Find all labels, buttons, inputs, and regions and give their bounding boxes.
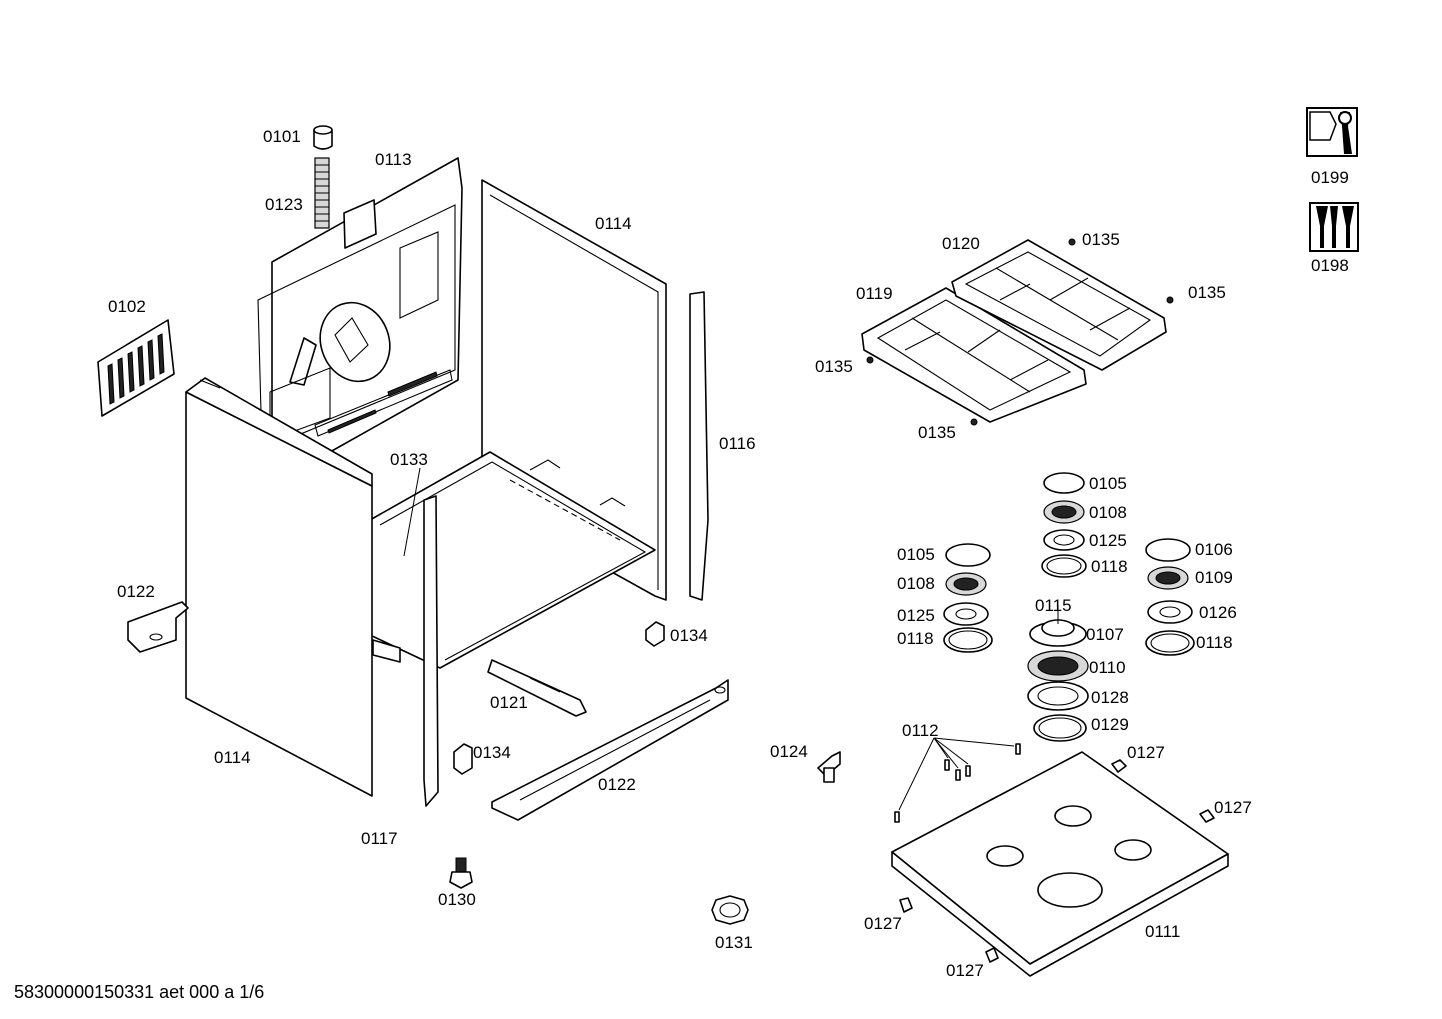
label-0105: 0105 bbox=[1089, 474, 1127, 493]
screwdriver-set-icon bbox=[1309, 202, 1359, 252]
label-0135: 0135 bbox=[1188, 283, 1226, 302]
part-labels: 0101 0113 0123 0114 0102 0133 0116 0122 … bbox=[108, 127, 1349, 980]
label-0102: 0102 bbox=[108, 297, 146, 316]
label-0118: 0118 bbox=[897, 629, 934, 648]
label-0127: 0127 bbox=[1127, 743, 1165, 762]
label-0117: 0117 bbox=[361, 829, 398, 848]
brackets-0127 bbox=[899, 759, 1215, 963]
label-0115: 0115 bbox=[1035, 596, 1072, 615]
label-0127: 0127 bbox=[1214, 798, 1252, 817]
label-0106: 0106 bbox=[1195, 540, 1233, 559]
wrench-icon bbox=[1306, 107, 1358, 157]
burner-right bbox=[1145, 538, 1195, 656]
clip-left bbox=[453, 743, 473, 775]
label-0116: 0116 bbox=[719, 434, 756, 453]
label-0124: 0124 bbox=[770, 742, 808, 761]
front-strip bbox=[423, 495, 439, 807]
label-0123: 0123 bbox=[265, 195, 303, 214]
label-0108: 0108 bbox=[1089, 503, 1127, 522]
flue-pipe bbox=[314, 157, 330, 229]
label-0122: 0122 bbox=[117, 582, 155, 601]
right-rail bbox=[491, 679, 729, 821]
label-0121: 0121 bbox=[490, 693, 528, 712]
label-0126: 0126 bbox=[1199, 603, 1237, 622]
label-0134: 0134 bbox=[473, 743, 511, 762]
hob-top bbox=[891, 751, 1229, 977]
gas-nozzle bbox=[817, 751, 841, 783]
burner-wok bbox=[1027, 619, 1089, 742]
left-side-panel bbox=[185, 377, 373, 797]
burner-top-center bbox=[1041, 472, 1087, 578]
label-0129: 0129 bbox=[1091, 715, 1129, 734]
back-panel bbox=[257, 157, 463, 453]
label-0135: 0135 bbox=[815, 357, 853, 376]
label-0101: 0101 bbox=[263, 127, 301, 146]
label-0105: 0105 bbox=[897, 545, 935, 564]
screws-0112 bbox=[894, 737, 1021, 823]
label-0107: 0107 bbox=[1086, 625, 1124, 644]
gasket bbox=[711, 895, 749, 925]
label-0125: 0125 bbox=[1089, 531, 1127, 550]
leader-lines bbox=[403, 467, 1059, 624]
label-0112: 0112 bbox=[902, 721, 939, 740]
vent-grille bbox=[97, 319, 175, 417]
label-0198: 0198 bbox=[1311, 256, 1349, 275]
label-0108: 0108 bbox=[897, 574, 935, 593]
label-0199: 0199 bbox=[1311, 168, 1349, 187]
label-0111: 0111 bbox=[1145, 922, 1180, 941]
label-0127: 0127 bbox=[864, 914, 902, 933]
label-0118: 0118 bbox=[1196, 633, 1233, 652]
adjustable-foot bbox=[449, 857, 473, 889]
label-0128: 0128 bbox=[1091, 688, 1129, 707]
label-0114: 0114 bbox=[595, 214, 632, 233]
label-0109: 0109 bbox=[1195, 568, 1233, 587]
label-0127: 0127 bbox=[946, 961, 984, 980]
label-0135: 0135 bbox=[918, 423, 956, 442]
document-footer: 58300000150331 aet 000 a 1/6 bbox=[14, 982, 264, 1002]
clip-right bbox=[645, 621, 665, 647]
label-0131: 0131 bbox=[715, 933, 753, 952]
label-0134: 0134 bbox=[670, 626, 708, 645]
label-0122: 0122 bbox=[598, 775, 636, 794]
label-0133: 0133 bbox=[390, 450, 428, 469]
label-0120: 0120 bbox=[942, 234, 980, 253]
bottom-rail bbox=[487, 659, 587, 717]
label-0110: 0110 bbox=[1089, 658, 1126, 677]
label-0130: 0130 bbox=[438, 890, 476, 909]
left-rail bbox=[127, 601, 189, 653]
label-0113: 0113 bbox=[375, 150, 412, 169]
label-0125: 0125 bbox=[897, 606, 935, 625]
pan-support-right bbox=[951, 239, 1167, 371]
flue-cap bbox=[313, 125, 333, 150]
label-0135: 0135 bbox=[1082, 230, 1120, 249]
label-0114: 0114 bbox=[214, 748, 251, 767]
burner-left bbox=[943, 543, 993, 653]
screws-0135 bbox=[866, 238, 1174, 426]
right-strip bbox=[689, 291, 709, 601]
label-0118: 0118 bbox=[1091, 557, 1128, 576]
pan-support-left bbox=[861, 287, 1087, 423]
label-0119: 0119 bbox=[856, 284, 893, 303]
